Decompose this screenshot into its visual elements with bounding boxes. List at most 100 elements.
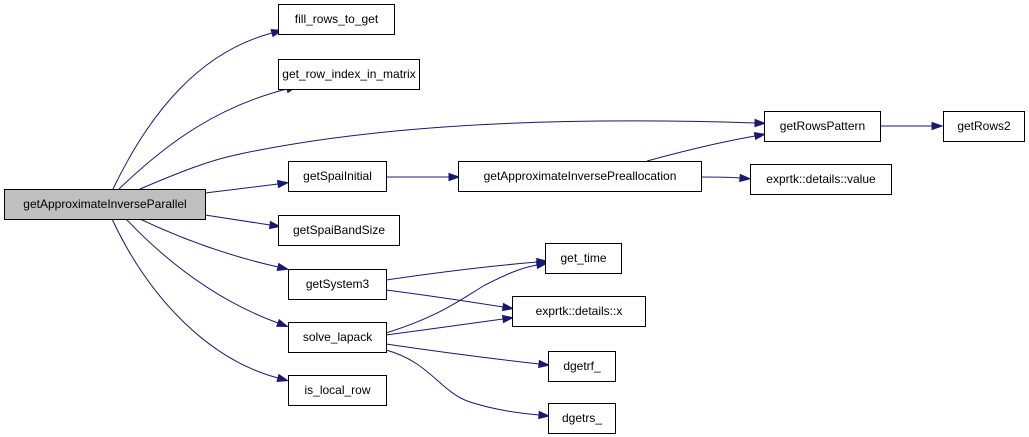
edge-prealloc-to-value (700, 173, 752, 183)
edge-arrowhead (753, 131, 767, 141)
edge-line (118, 88, 288, 190)
node-fill[interactable]: fill_rows_to_get (278, 4, 395, 35)
edge-lapack-to-time (385, 260, 549, 334)
edge-line (385, 343, 540, 365)
node-label: getSystem3 (306, 277, 370, 291)
edge-arrowhead (276, 262, 290, 271)
node-dgetrf[interactable]: dgetrf_ (548, 351, 616, 382)
node-spaiinit[interactable]: getSpaiInitial (288, 161, 387, 192)
node-box[interactable] (288, 161, 387, 192)
node-box[interactable] (288, 269, 387, 300)
edge-line (111, 218, 279, 379)
edge-prealloc-to-pattern (646, 131, 767, 162)
edge-arrowhead (268, 220, 282, 230)
edge-line (385, 318, 504, 336)
node-label: getApproximateInversePreallocation (484, 169, 677, 183)
edge-root-to-fill (112, 29, 284, 190)
edge-line (385, 261, 538, 281)
node-label: is_local_row (304, 383, 370, 397)
node-label: exprtk::details::x (536, 304, 623, 318)
edge-line (204, 214, 271, 226)
nodes-layer: getApproximateInverseParallel fill_rows_t… (4, 4, 1025, 434)
edge-spaiinit-to-prealloc (385, 172, 461, 182)
edge-line (385, 264, 538, 334)
node-label: dgetrs_ (562, 411, 602, 425)
edge-root-to-local (111, 218, 290, 382)
node-box[interactable] (288, 375, 387, 406)
edge-line (139, 120, 756, 190)
edge-arrowhead (501, 314, 515, 324)
node-label: getSpaiInitial (303, 169, 372, 183)
node-label: solve_lapack (303, 330, 373, 344)
node-label: fill_rows_to_get (295, 12, 379, 26)
edge-root-to-spaiinit (204, 179, 290, 194)
edge-arrowhead (538, 359, 551, 369)
node-band[interactable]: getSpaiBandSize (278, 215, 400, 246)
edge-line (385, 349, 540, 416)
node-box[interactable] (545, 243, 622, 274)
node-box[interactable] (278, 4, 395, 35)
node-x[interactable]: exprtk::details::x (512, 296, 646, 327)
edge-root-to-system3 (139, 218, 290, 271)
node-root[interactable]: getApproximateInverseParallel (4, 189, 206, 220)
node-label: get_row_index_in_matrix (282, 67, 415, 81)
node-label: exprtk::details::value (766, 172, 876, 186)
node-box[interactable] (548, 351, 616, 382)
edge-arrowhead (931, 121, 944, 131)
edge-arrowhead (538, 410, 551, 420)
edge-system3-to-x (385, 289, 515, 312)
node-label: getSpaiBandSize (293, 223, 385, 237)
edge-line (125, 218, 279, 324)
edge-line (700, 176, 741, 179)
edge-system3-to-time (385, 257, 549, 281)
node-label: dgetrf_ (563, 359, 601, 373)
edge-line (646, 135, 756, 162)
node-prealloc[interactable]: getApproximateInversePreallocation (458, 161, 702, 192)
node-box[interactable] (4, 189, 206, 220)
node-box[interactable] (548, 403, 616, 434)
node-system3[interactable]: getSystem3 (288, 269, 387, 300)
edge-lapack-to-dgetrs (385, 349, 551, 420)
node-value[interactable]: exprtk::details::value (750, 164, 892, 195)
node-pattern[interactable]: getRowsPattern (764, 111, 881, 142)
edge-line (204, 183, 279, 194)
node-box[interactable] (512, 296, 646, 327)
edge-root-to-band (204, 214, 282, 230)
edge-lapack-to-dgetrf (385, 343, 551, 369)
edge-line (112, 32, 273, 190)
node-lapack[interactable]: solve_lapack (288, 322, 387, 353)
node-rows2[interactable]: getRows2 (943, 111, 1025, 142)
edge-line (139, 218, 279, 268)
edge-root-to-pattern (139, 118, 767, 190)
node-dgetrs[interactable]: dgetrs_ (548, 403, 616, 434)
node-box[interactable] (278, 59, 420, 90)
edge-arrowhead (448, 172, 461, 182)
edge-arrowhead (276, 373, 290, 382)
node-box[interactable] (288, 322, 387, 353)
node-label: getApproximateInverseParallel (23, 197, 186, 211)
node-label: get_time (560, 251, 606, 265)
edge-pattern-to-rows2 (880, 121, 944, 131)
node-box[interactable] (750, 164, 892, 195)
edges-layer (111, 29, 944, 420)
edge-arrowhead (535, 260, 549, 270)
edge-arrowhead (276, 318, 289, 328)
node-box[interactable] (943, 111, 1025, 142)
edge-root-to-lapack (125, 218, 289, 328)
node-rowidx[interactable]: get_row_index_in_matrix (278, 59, 420, 90)
node-time[interactable]: get_time (545, 243, 622, 274)
edge-arrowhead (739, 173, 752, 183)
edge-arrowhead (276, 179, 290, 189)
edge-lapack-to-x (385, 314, 515, 336)
edge-arrowhead (754, 118, 767, 128)
node-label: getRowsPattern (780, 119, 865, 133)
node-box[interactable] (764, 111, 881, 142)
node-box[interactable] (458, 161, 702, 192)
edge-root-to-rowidx (118, 85, 299, 190)
node-local[interactable]: is_local_row (288, 375, 387, 406)
node-label: getRows2 (957, 119, 1011, 133)
node-box[interactable] (278, 215, 400, 246)
edge-arrowhead (501, 302, 515, 312)
edge-line (385, 289, 504, 308)
